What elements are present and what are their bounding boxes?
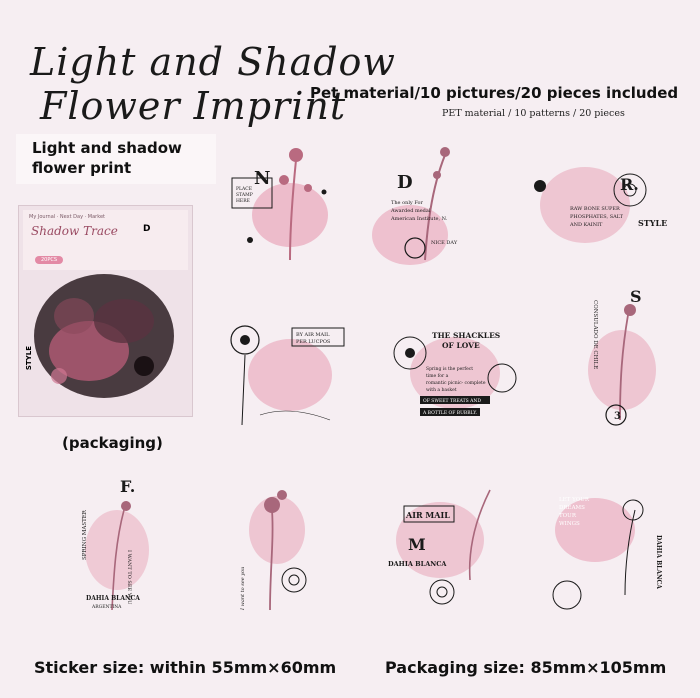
- sticker-7: F. SPRING MASTER I WANT TO SEE YOU DAHIA…: [72, 470, 162, 620]
- title-line-1: Light and Shadow: [30, 40, 396, 84]
- packaging-caption: (packaging): [62, 434, 163, 452]
- svg-text:DAHIA BLANCA: DAHIA BLANCA: [655, 535, 662, 589]
- svg-text:Awarded medal: Awarded medal: [390, 208, 431, 214]
- sticker-6: 3 S CONSULADO DE CHILE: [580, 270, 665, 440]
- svg-text:DAHIA BLANCA: DAHIA BLANCA: [388, 560, 447, 568]
- subtitle-secondary: PET material / 10 patterns / 20 pieces: [442, 108, 625, 119]
- sticker-1: N PLACE STAMP HERE: [220, 140, 340, 270]
- svg-text:HERE: HERE: [236, 198, 250, 204]
- svg-text:BY AIR MAIL: BY AIR MAIL: [296, 332, 330, 338]
- svg-text:3: 3: [614, 411, 621, 422]
- svg-text:PHOSPHATES, SALT: PHOSPHATES, SALT: [570, 214, 624, 220]
- sticker-4: BY AIR MAIL PER LUCPOS: [220, 310, 360, 435]
- sticker-size-text: Sticker size: within 55mm×60mm: [34, 658, 337, 677]
- packaging-image: My Journal · Next Day · Market Shadow Tr…: [18, 205, 193, 417]
- packaging-header: My Journal · Next Day · Market Shadow Tr…: [23, 210, 188, 270]
- subtitle-main: Pet material/10 pictures/20 pieces inclu…: [310, 84, 679, 102]
- svg-text:I WANT TO SEE YOU: I WANT TO SEE YOU: [126, 550, 132, 604]
- svg-text:THE SHACKLES: THE SHACKLES: [432, 331, 500, 340]
- svg-text:SPRING MASTER: SPRING MASTER: [82, 509, 88, 560]
- sticker-3: R. RAW BONE SUPER PHOSPHATES, SALT AND K…: [530, 150, 667, 260]
- sticker-10: LET YOUR DREAMS TOUR WINGS DAHIA BLANCA: [545, 485, 670, 615]
- svg-text:OF LOVE: OF LOVE: [442, 341, 480, 350]
- svg-text:with a basket: with a basket: [426, 387, 457, 393]
- svg-text:STAMP: STAMP: [236, 192, 253, 198]
- packaging-side-text: STYLE: [25, 346, 33, 371]
- title-line-2: Flower Imprint: [40, 84, 347, 128]
- svg-text:STYLE: STYLE: [638, 218, 667, 228]
- svg-text:NICE DAY: NICE DAY: [431, 240, 458, 246]
- sticker-2: D The only For Awarded medal American In…: [365, 140, 475, 270]
- svg-text:DREAMS: DREAMS: [559, 505, 585, 511]
- sticker-8: I want to see you: [232, 470, 322, 620]
- svg-text:PLACE: PLACE: [236, 186, 252, 192]
- svg-text:I want to see you: I want to see you: [240, 567, 246, 611]
- svg-text:M: M: [408, 535, 426, 554]
- svg-text:AIR MAIL: AIR MAIL: [405, 510, 450, 520]
- svg-text:F.: F.: [120, 477, 135, 496]
- svg-text:ARGENTINA: ARGENTINA: [91, 604, 122, 610]
- svg-text:romantic picnic- complete: romantic picnic- complete: [426, 380, 486, 386]
- svg-text:A BOTTLE OF BUBBLY.: A BOTTLE OF BUBBLY.: [422, 410, 478, 416]
- product-label-line-1: Light and shadow: [32, 139, 182, 157]
- svg-text:AND KAINIT: AND KAINIT: [569, 222, 603, 228]
- svg-text:D: D: [397, 172, 413, 193]
- svg-text:CONSULADO DE CHILE: CONSULADO DE CHILE: [592, 300, 598, 369]
- packaging-sticker-pile: [34, 274, 174, 398]
- svg-text:American Institute, N.: American Institute, N.: [390, 216, 448, 222]
- svg-text:DAHIA BLANCA: DAHIA BLANCA: [86, 595, 140, 602]
- product-label-line-2: flower print: [32, 159, 132, 177]
- svg-text:Spring is the perfect: Spring is the perfect: [426, 366, 473, 372]
- packaging-small-text: My Journal · Next Day · Market: [29, 214, 105, 220]
- packaging-letter: D: [143, 224, 151, 234]
- svg-text:R.: R.: [620, 175, 639, 194]
- packaging-brand: Shadow Trace: [31, 224, 118, 238]
- svg-text:RAW BONE SUPER: RAW BONE SUPER: [570, 206, 620, 212]
- svg-text:PER LUCPOS: PER LUCPOS: [296, 339, 331, 345]
- packaging-badge: 20PCS: [35, 256, 63, 264]
- product-label: Light and shadow flower print: [16, 134, 216, 184]
- sticker-9: AIR MAIL M DAHIA BLANCA: [380, 480, 495, 610]
- svg-text:WINGS: WINGS: [559, 521, 580, 527]
- svg-text:OF SWEET TREATS AND: OF SWEET TREATS AND: [423, 398, 481, 404]
- sticker-5: THE SHACKLES OF LOVE Spring is the perfe…: [390, 318, 525, 428]
- svg-text:The only For: The only For: [391, 200, 424, 206]
- packaging-size-text: Packaging size: 85mm×105mm: [385, 658, 667, 677]
- svg-text:TOUR: TOUR: [559, 513, 577, 519]
- svg-text:LET YOUR: LET YOUR: [559, 497, 590, 503]
- svg-text:time for a: time for a: [426, 373, 449, 379]
- sticker-1-letter: N: [254, 168, 270, 189]
- svg-text:S: S: [630, 287, 642, 306]
